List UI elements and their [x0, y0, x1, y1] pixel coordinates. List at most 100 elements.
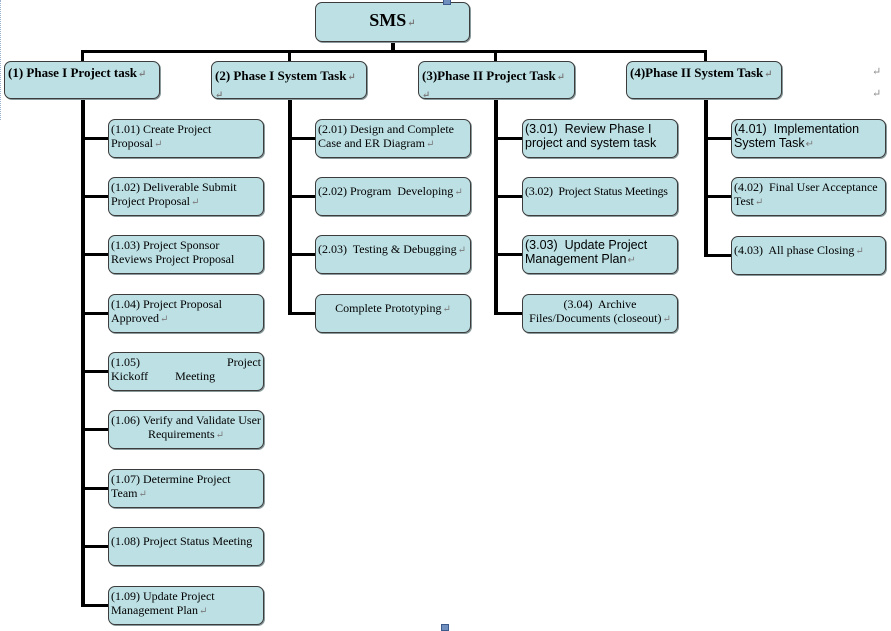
branch-1-02 — [81, 195, 108, 198]
return-mark: ↵ — [422, 90, 431, 101]
task-label: (1.08) Project Status Meeting — [111, 534, 253, 548]
task-1-08[interactable]: (1.08) Project Status Meeting — [108, 527, 264, 566]
task-1-03[interactable]: (1.03) Project Sponsor Reviews Project P… — [108, 235, 264, 274]
connector-phase4-up — [704, 50, 707, 62]
branch-2-01 — [288, 137, 315, 140]
task-label: (1.07) Determine Project Team — [111, 472, 231, 500]
phase-1-header[interactable]: (1) Phase I Project task↵ — [4, 61, 160, 99]
branch-3-02 — [494, 195, 522, 198]
return-mark: ↵ — [154, 139, 163, 150]
task-label: (2.01) Design and Complete Case and ER D… — [318, 122, 454, 150]
branch-2-02 — [288, 195, 315, 198]
task-label: (3.02) Project Status Meetings — [525, 184, 668, 198]
connector-phase2-trunk — [288, 98, 292, 315]
branch-1-05 — [81, 370, 108, 373]
return-mark: ↵ — [215, 90, 224, 101]
paragraph-mark: ↵ — [872, 66, 882, 78]
branch-4-03 — [704, 254, 731, 257]
phase-4-label: (4)Phase II System Task — [630, 65, 764, 80]
return-mark: ↵ — [138, 69, 147, 80]
resize-handle-top[interactable] — [443, 0, 451, 5]
task-1-07[interactable]: (1.07) Determine Project Team↵ — [108, 469, 264, 508]
branch-1-03 — [81, 253, 108, 256]
task-label: (3.03) Update Project Management Plan — [525, 238, 651, 266]
task-1-02[interactable]: (1.02) Deliverable Submit Project Propos… — [108, 177, 264, 216]
task-label: (2.03) Testing & Debugging — [318, 242, 457, 256]
branch-3-01 — [494, 137, 522, 140]
task-label: (4.03) All phase Closing — [734, 243, 855, 257]
task-label: (3.04) Archive Files/Documents (closeout… — [529, 297, 662, 325]
task-1-06[interactable]: (1.06) Verify and Validate User Requirem… — [108, 410, 264, 449]
connector-phase2-up — [288, 50, 291, 62]
root-node[interactable]: SMS↵ — [315, 2, 470, 42]
task-label: (1.04) Project Proposal Approved — [111, 297, 222, 325]
task-2-04[interactable]: Complete Prototyping↵ — [315, 294, 471, 333]
branch-1-08 — [81, 545, 108, 548]
task-1-05[interactable]: (1.05) Project Kickoff Meeting — [108, 352, 264, 391]
paragraph-mark: ↵ — [872, 88, 882, 100]
branch-1-04 — [81, 312, 108, 315]
return-mark: ↵ — [215, 430, 225, 441]
return-mark: ↵ — [138, 489, 147, 500]
task-1-04[interactable]: (1.04) Project Proposal Approved↵ — [108, 294, 264, 333]
branch-3-03 — [494, 253, 522, 256]
root-label: SMS — [369, 10, 407, 30]
task-label: (3.01) Review Phase I project and system… — [525, 122, 657, 150]
return-mark: ↵ — [754, 197, 764, 208]
branch-2-03 — [288, 253, 315, 256]
branch-1-07 — [81, 487, 108, 490]
phase-2-header[interactable]: (2) Phase I System Task↵↵ — [211, 61, 367, 101]
task-3-04[interactable]: (3.04) Archive Files/Documents (closeout… — [522, 294, 678, 333]
task-label: (4.02) Final User Acceptance Test — [734, 180, 881, 208]
task-4-03[interactable]: (4.03) All phase Closing↵ — [731, 236, 886, 275]
return-mark: ↵ — [407, 18, 416, 29]
branch-1-06 — [81, 428, 108, 431]
task-2-03[interactable]: (2.03) Testing & Debugging↵ — [315, 235, 471, 274]
task-2-01[interactable]: (2.01) Design and Complete Case and ER D… — [315, 119, 471, 158]
return-mark: ↵ — [442, 304, 451, 315]
return-mark: ↵ — [425, 139, 435, 150]
task-3-01[interactable]: (3.01) Review Phase I project and system… — [522, 119, 678, 158]
task-label: (4.01) Implementation System Task — [734, 122, 863, 150]
return-mark: ↵ — [198, 606, 208, 617]
return-mark: ↵ — [855, 246, 864, 257]
return-mark: ↵ — [556, 72, 566, 83]
branch-1-01 — [81, 137, 108, 140]
return-mark: ↵ — [160, 314, 169, 325]
connector-horizontal-bus — [81, 50, 707, 53]
task-4-01[interactable]: (4.01) Implementation System Task↵ — [731, 119, 886, 158]
return-mark: ↵ — [627, 255, 636, 266]
return-mark: ↵ — [457, 245, 466, 256]
margin-guide — [0, 0, 1, 120]
task-1-01[interactable]: (1.01) Create Project Proposal↵ — [108, 119, 264, 158]
task-3-03[interactable]: (3.03) Update Project Management Plan↵ — [522, 235, 678, 274]
task-label: (1.05) Project Kickoff Meeting — [111, 355, 261, 383]
task-label: (1.01) Create Project Proposal — [111, 122, 212, 150]
task-label: (1.03) Project Sponsor Reviews Project P… — [111, 238, 235, 266]
branch-2-04 — [288, 312, 315, 315]
connector-phase3-up — [494, 50, 497, 62]
task-1-09[interactable]: (1.09) Update Project Management Plan↵ — [108, 586, 264, 625]
return-mark: ↵ — [805, 139, 815, 150]
task-label: (1.06) Verify and Validate User Requirem… — [111, 413, 261, 441]
phase-4-header[interactable]: (4)Phase II System Task↵ — [626, 61, 782, 99]
task-3-02[interactable]: (3.02) Project Status Meetings — [522, 177, 678, 216]
return-mark: ↵ — [347, 72, 356, 83]
task-label: (1.02) Deliverable Submit Project Propos… — [111, 180, 237, 208]
phase-3-header[interactable]: (3)Phase II Project Task↵↵ — [418, 61, 575, 101]
connector-root-down — [391, 40, 395, 52]
connector-phase1-up — [81, 50, 84, 62]
connector-phase1-trunk — [81, 98, 85, 607]
branch-4-02 — [704, 195, 731, 198]
task-4-02[interactable]: (4.02) Final User Acceptance Test↵ — [731, 177, 886, 216]
return-mark: ↵ — [454, 187, 463, 198]
return-mark: ↵ — [662, 314, 671, 325]
task-2-02[interactable]: (2.02) Program Developing↵ — [315, 177, 471, 216]
return-mark: ↵ — [191, 197, 200, 208]
connector-phase3-trunk — [494, 98, 498, 315]
phase-2-label: (2) Phase I System Task — [215, 68, 347, 83]
phase-1-label: (1) Phase I Project task — [8, 65, 138, 80]
branch-1-09 — [81, 604, 108, 607]
phase-3-label: (3)Phase II Project Task — [422, 68, 556, 83]
connector-phase4-trunk — [704, 98, 708, 257]
